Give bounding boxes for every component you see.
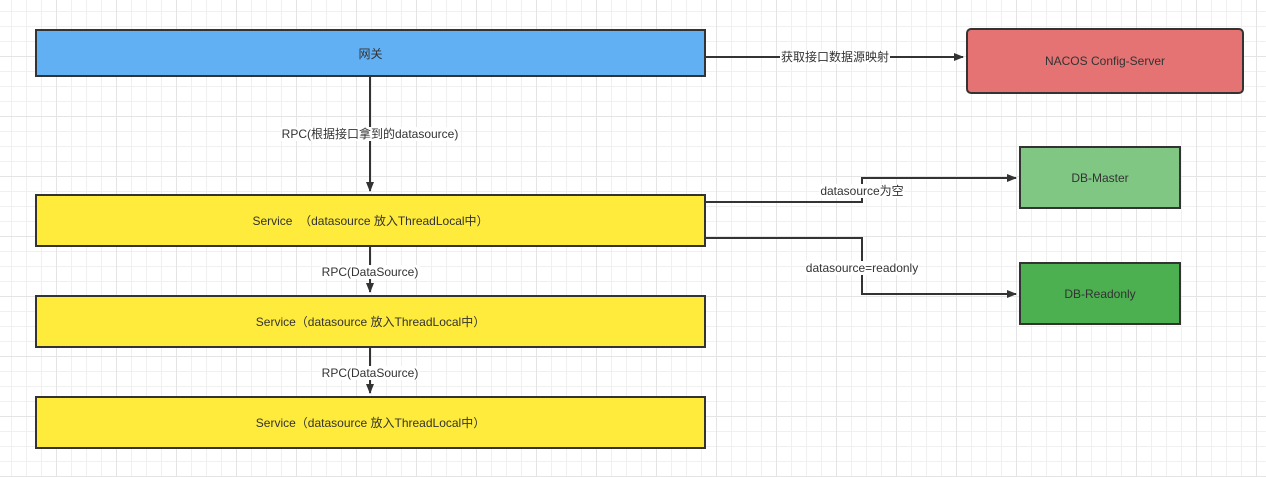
service-node-3[interactable]: Service（datasource 放入ThreadLocal中） [35, 396, 706, 449]
db-readonly-label: DB-Readonly [1064, 286, 1136, 301]
db-master-node[interactable]: DB-Master [1019, 146, 1181, 209]
gateway-node[interactable]: 网关 [35, 29, 706, 77]
edge-label-datasource-readonly: datasource=readonly [804, 261, 920, 275]
nacos-node-label: NACOS Config-Server [1044, 54, 1166, 68]
edge-label-fetch-mapping: 获取接口数据源映射 [779, 50, 891, 64]
db-master-label: DB-Master [1071, 170, 1129, 185]
nacos-config-server-node[interactable]: NACOS Config-Server [966, 28, 1244, 94]
edge-label-rpc-gateway: RPC(根据接口拿到的datasource) [280, 127, 460, 141]
edge-label-rpc-service1: RPC(DataSource) [320, 265, 420, 279]
edge-label-datasource-empty: datasource为空 [819, 184, 905, 198]
service-node-1-label: Service （datasource 放入ThreadLocal中） [252, 214, 489, 228]
gateway-node-label: 网关 [358, 46, 383, 61]
service-node-3-label: Service（datasource 放入ThreadLocal中） [255, 416, 486, 430]
service-node-1[interactable]: Service （datasource 放入ThreadLocal中） [35, 194, 706, 247]
edge-label-rpc-service2: RPC(DataSource) [320, 366, 420, 380]
service-node-2[interactable]: Service（datasource 放入ThreadLocal中） [35, 295, 706, 348]
service-node-2-label: Service（datasource 放入ThreadLocal中） [255, 315, 486, 329]
db-readonly-node[interactable]: DB-Readonly [1019, 262, 1181, 325]
